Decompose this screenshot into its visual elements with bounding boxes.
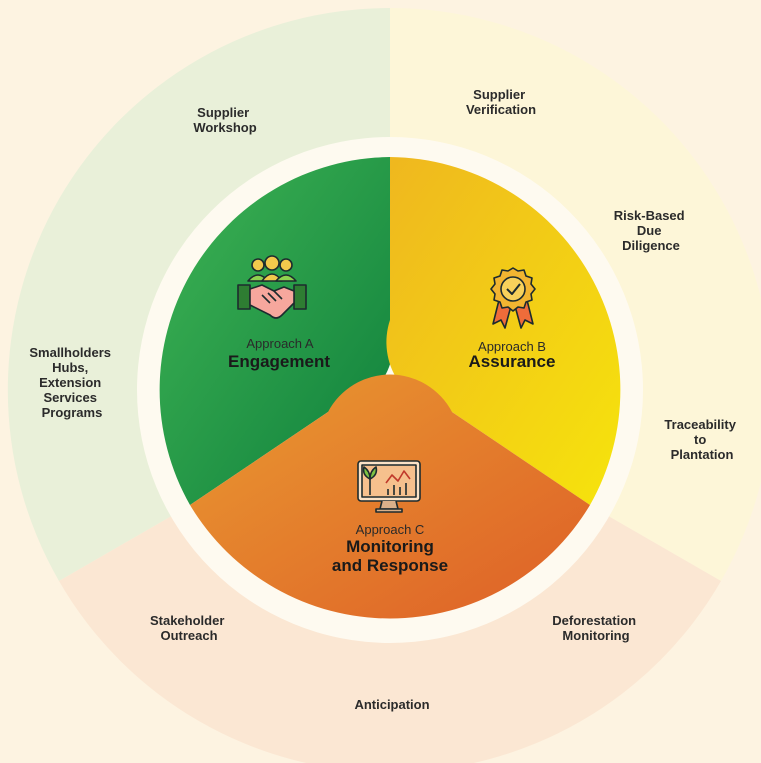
petal-engagement xyxy=(159,157,394,505)
label-risk-based-due-diligence: Risk-Based Due Diligence xyxy=(614,208,688,253)
petal-assurance xyxy=(386,157,621,505)
label-deforestation-monitoring: Deforestation Monitoring xyxy=(552,613,639,643)
label-supplier-workshop: Supplier Workshop xyxy=(193,105,256,135)
monitor-analytics-icon xyxy=(357,460,421,513)
approach-a-title: Engagement xyxy=(228,352,330,371)
label-supplier-verification: Supplier Verification xyxy=(466,87,536,117)
approach-c-prefix: Approach C xyxy=(356,522,425,537)
approach-c-title-line1: Monitoring xyxy=(346,537,434,556)
approach-a-prefix: Approach A xyxy=(246,336,314,351)
label-stakeholder-outreach: Stakeholder Outreach xyxy=(150,613,228,643)
label-smallholders-hubs: Smallholders Hubs, Extension Services Pr… xyxy=(29,345,114,420)
award-badge-icon xyxy=(490,267,536,329)
approach-c-title-line2: and Response xyxy=(332,556,448,575)
label-traceability-to-plantation: Traceability to Plantation xyxy=(664,417,739,462)
label-anticipation: Anticipation xyxy=(354,697,429,712)
approach-b-title: Assurance xyxy=(469,352,556,371)
handshake-team-icon xyxy=(237,255,307,319)
approach-b-prefix: Approach B xyxy=(478,339,546,354)
